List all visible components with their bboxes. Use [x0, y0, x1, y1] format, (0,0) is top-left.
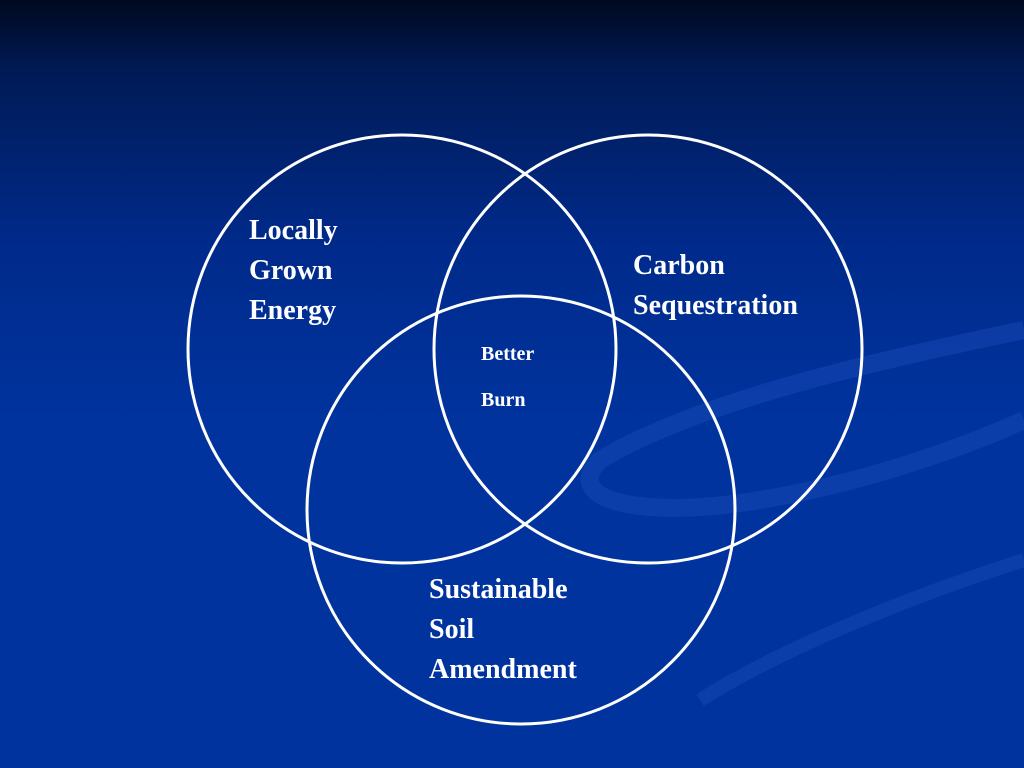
circle-carbon-sequestration: [432, 133, 864, 565]
label-line: Amendment: [429, 654, 577, 685]
circle-locally-grown-energy: [186, 133, 618, 565]
label-line: Sustainable: [429, 574, 568, 605]
label-line: Carbon: [633, 250, 725, 281]
label-line: Better: [481, 343, 535, 365]
label-line: Locally: [249, 215, 338, 246]
label-locally-grown-energy: Locally Grown Energy: [249, 211, 338, 331]
label-line: Energy: [249, 295, 337, 326]
label-line: Soil: [429, 614, 475, 645]
label-better-burn: Better Burn: [481, 331, 534, 423]
label-sustainable-soil-amendment: Sustainable Soil Amendment: [429, 570, 577, 690]
label-carbon-sequestration: Carbon Sequestration: [633, 246, 798, 326]
background-swoosh: [580, 321, 1024, 706]
circle-sustainable-soil-amendment: [305, 294, 737, 726]
label-line: Burn: [481, 389, 526, 411]
label-line: Grown: [249, 255, 333, 286]
label-line: Sequestration: [633, 290, 798, 321]
